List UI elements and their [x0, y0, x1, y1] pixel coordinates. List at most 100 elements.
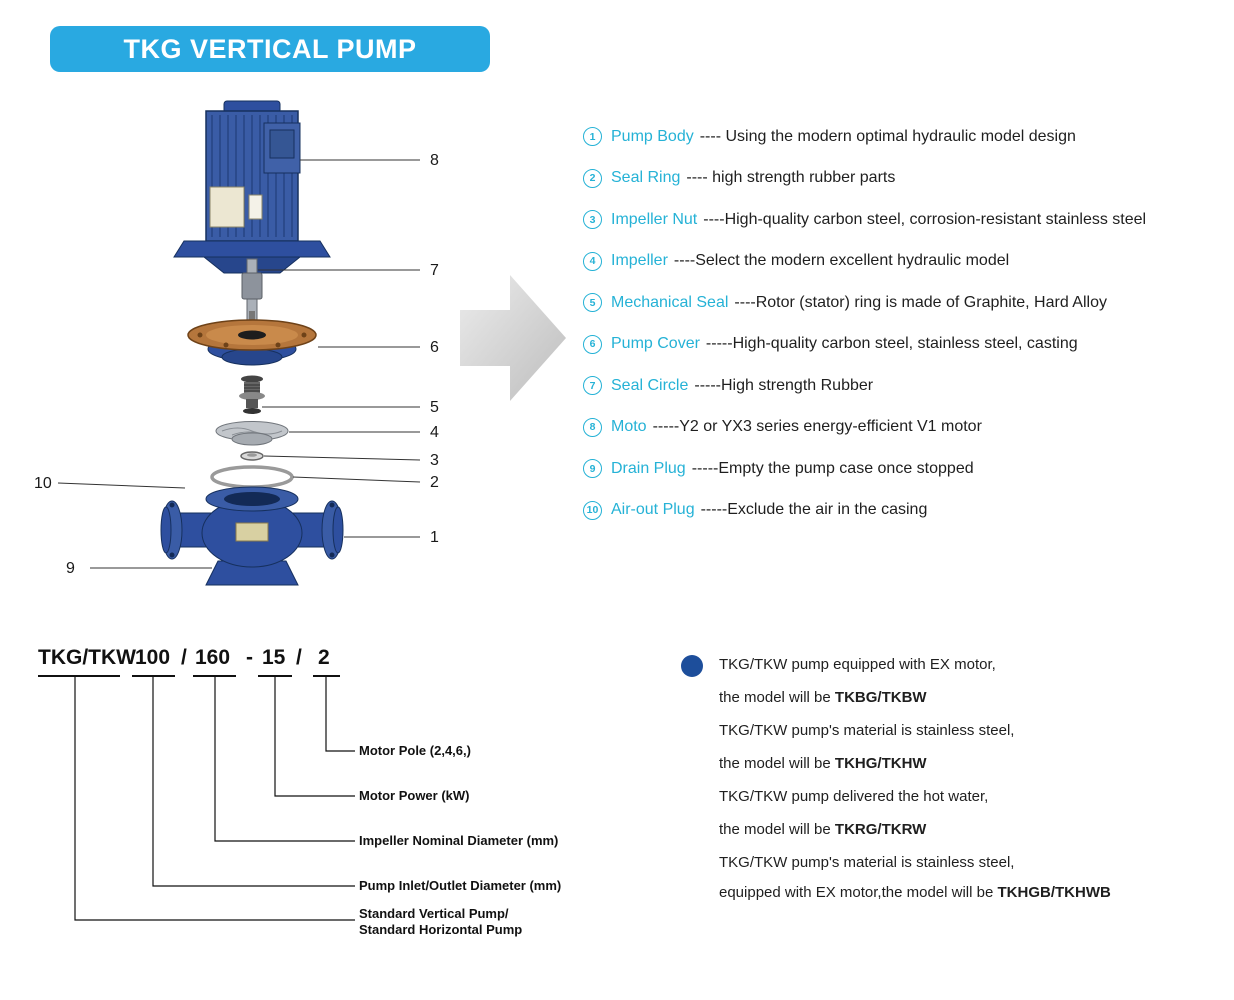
- part-item-10: 10 Air-out Plug -----Exclude the air in …: [583, 498, 1146, 523]
- nomenclature-labels: Motor Pole (2,4,6,) Motor Power (kW) Imp…: [359, 743, 561, 937]
- part-description: ---- high strength rubber parts: [686, 169, 896, 186]
- note-line-2: the model will be TKBG/TKBW: [719, 681, 1201, 714]
- part-number-badge: 9: [583, 459, 602, 478]
- part-description: -----Y2 or YX3 series energy-efficient V…: [652, 418, 982, 435]
- part-description: ----Rotor (stator) ring is made of Graph…: [734, 293, 1107, 311]
- callout-number-seal-ring: 2: [430, 474, 439, 491]
- nomenclature-connectors: [74, 676, 355, 921]
- part-name: Impeller Nut: [611, 210, 698, 228]
- shaft-illustration: [241, 258, 263, 323]
- model-code: TKG/TKW 100 / 160 - 15 / 2: [38, 646, 330, 669]
- note-text: TKG/TKW pump equipped with EX motor,: [719, 656, 996, 673]
- callout-line-10: [57, 482, 186, 489]
- label-motor-pole: Motor Pole (2,4,6,): [359, 743, 471, 758]
- model-power: 15: [262, 646, 286, 669]
- part-item-2: 2 Seal Ring ---- high strength rubber pa…: [583, 166, 1146, 191]
- note-text: the model will be: [719, 689, 835, 706]
- note-model-code: TKRG/TKRW: [834, 821, 927, 838]
- part-number-badge: 4: [583, 251, 602, 271]
- part-name: Air-out Plug: [611, 501, 695, 518]
- part-number-badge: 8: [583, 417, 602, 437]
- note-line-4: the model will be TKHG/TKHW: [719, 747, 1201, 780]
- callout-number-impeller-nut: 3: [430, 452, 439, 469]
- impeller-illustration: [215, 421, 289, 446]
- note-line-8: equipped with EX motor,the model will be…: [719, 879, 1201, 907]
- note-text: TKG/TKW pump's material is stainless ste…: [719, 722, 1015, 739]
- page-title: TKG VERTICAL PUMP: [123, 33, 417, 64]
- note-line-1: TKG/TKW pump equipped with EX motor,: [719, 648, 1201, 681]
- part-item-6: 6 Pump Cover -----High-quality carbon st…: [583, 332, 1146, 357]
- part-item-3: 3 Impeller Nut ----High-quality carbon s…: [583, 207, 1146, 232]
- mechanical-seal-illustration: [239, 375, 265, 414]
- part-number-badge: 3: [583, 210, 602, 229]
- model-impeller: 160: [195, 646, 230, 669]
- part-number-badge: 1: [583, 127, 602, 146]
- part-item-7: 7 Seal Circle -----High strength Rubber: [583, 373, 1146, 398]
- part-description: -----Exclude the air in the casing: [700, 501, 928, 518]
- model-variant-notes: TKG/TKW pump equipped with EX motor, the…: [681, 648, 1201, 907]
- label-pump-type-line1: Standard Vertical Pump/: [359, 906, 509, 921]
- right-arrow-icon: [460, 275, 566, 401]
- callout-numbers: 8 7 6 5 4 3 2 1 10 9: [34, 152, 439, 577]
- part-number-badge: 6: [583, 334, 602, 354]
- note-line-7: TKG/TKW pump's material is stainless ste…: [719, 846, 1201, 879]
- note-text: TKG/TKW pump's material is stainless ste…: [719, 854, 1015, 871]
- part-item-8: 8 Moto -----Y2 or YX3 series energy-effi…: [583, 415, 1146, 440]
- label-pump-type-line2: Standard Horizontal Pump: [359, 922, 522, 937]
- part-name: Pump Cover: [611, 335, 700, 352]
- note-line-5: TKG/TKW pump delivered the hot water,: [719, 780, 1201, 813]
- pump-body-illustration: [160, 486, 344, 586]
- label-motor-power: Motor Power (kW): [359, 788, 470, 803]
- part-item-9: 9 Drain Plug -----Empty the pump case on…: [583, 456, 1146, 481]
- pump-nameplate: [235, 522, 269, 542]
- model-nomenclature-diagram: TKG/TKW 100 / 160 - 15 / 2 Motor Pole (2…: [38, 646, 561, 937]
- part-number-badge: 7: [583, 376, 602, 395]
- page-title-banner: TKG VERTICAL PUMP: [50, 26, 490, 72]
- part-item-1: 1 Pump Body ---- Using the modern optima…: [583, 124, 1146, 149]
- model-prefix: TKG/TKW: [38, 646, 136, 669]
- note-model-code: TKHG/TKHW: [834, 755, 927, 772]
- part-number-badge: 5: [583, 293, 602, 312]
- part-name: Mechanical Seal: [611, 293, 729, 311]
- pump-cover-illustration: [187, 319, 317, 366]
- label-inlet-outlet: Pump Inlet/Outlet Diameter (mm): [359, 878, 561, 893]
- label-impeller-diam: Impeller Nominal Diameter (mm): [359, 833, 558, 848]
- part-description: ---- Using the modern optimal hydraulic …: [699, 127, 1076, 145]
- pump-exploded-diagram: 8 7 6 5 4 3 2 1 10 9: [34, 100, 566, 586]
- part-name: Seal Circle: [611, 376, 689, 394]
- part-description: -----High strength Rubber: [694, 376, 874, 394]
- part-item-4: 4 Impeller ----Select the modern excelle…: [583, 249, 1146, 274]
- motor-nameplate: [209, 186, 245, 228]
- seal-ring-illustration: [210, 465, 294, 489]
- bullet-icon: [681, 655, 703, 677]
- note-text: the model will be: [719, 821, 835, 838]
- part-name: Seal Ring: [611, 169, 681, 186]
- part-description: -----High-quality carbon steel, stainles…: [705, 335, 1078, 352]
- note-text: TKG/TKW pump delivered the hot water,: [719, 788, 989, 805]
- motor-illustration: [173, 100, 331, 274]
- callout-lines: [57, 159, 421, 569]
- part-description: ----Select the modern excellent hydrauli…: [673, 252, 1010, 269]
- impeller-nut-illustration: [240, 451, 264, 461]
- model-inlet: 100: [135, 646, 170, 669]
- model-sep1: /: [181, 646, 187, 669]
- part-item-5: 5 Mechanical Seal ----Rotor (stator) rin…: [583, 290, 1146, 315]
- model-sep3: /: [296, 646, 302, 669]
- part-description: ----High-quality carbon steel, corrosion…: [703, 210, 1147, 228]
- note-line-3: TKG/TKW pump's material is stainless ste…: [719, 714, 1201, 747]
- part-name: Drain Plug: [611, 459, 686, 477]
- model-pole: 2: [318, 646, 330, 669]
- motor-fins: [211, 115, 293, 237]
- callout-line-3: [263, 455, 421, 461]
- callout-number-impeller: 4: [430, 424, 439, 441]
- parts-list: 1 Pump Body ---- Using the modern optima…: [583, 124, 1146, 539]
- part-name: Pump Body: [611, 127, 694, 145]
- shaft-coupling: [241, 272, 263, 300]
- callout-number-moto: 8: [430, 152, 439, 169]
- part-number-badge: 10: [583, 500, 602, 520]
- callout-number-pump-cover: 6: [430, 339, 439, 356]
- note-text: the model will be: [719, 755, 835, 772]
- callout-line-2: [292, 476, 421, 483]
- part-name: Moto: [611, 418, 647, 435]
